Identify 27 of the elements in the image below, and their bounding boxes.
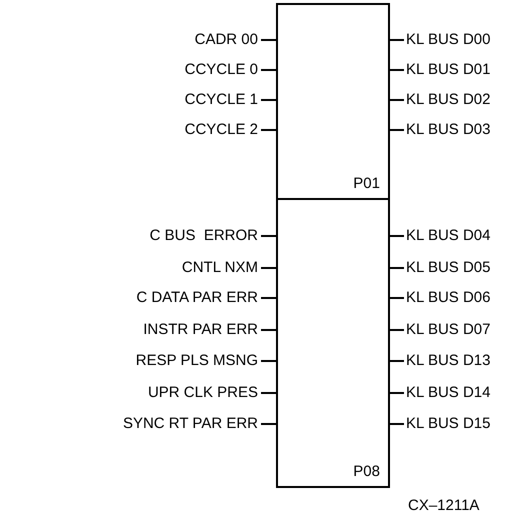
signal-name: KL BUS D01	[406, 61, 490, 79]
figure-number: CX–1211A	[408, 497, 480, 515]
signal-name: CCYCLE 0	[184, 61, 258, 79]
signal-name: CCYCLE 2	[184, 121, 258, 139]
signal-name: RESP PLS MSNG	[136, 352, 258, 370]
chip-section-box	[276, 3, 390, 200]
signal-name: KL BUS D00	[406, 31, 490, 49]
signal-name: KL BUS D03	[406, 121, 490, 139]
signal-name: C DATA PAR ERR	[136, 289, 258, 307]
signal-name: CCYCLE 1	[184, 91, 258, 109]
section-label: P01	[353, 175, 380, 192]
signal-name: KL BUS D06	[406, 289, 490, 307]
section-label: P08	[353, 463, 380, 480]
signal-name: KL BUS D05	[406, 259, 490, 277]
signal-name: KL BUS D07	[406, 321, 490, 339]
signal-name: UPR CLK PRES	[148, 384, 258, 402]
signal-name: INSTR PAR ERR	[143, 321, 258, 339]
signal-name: C BUS ERROR	[150, 227, 258, 245]
signal-name: KL BUS D02	[406, 91, 490, 109]
signal-name: SYNC RT PAR ERR	[122, 415, 258, 433]
signal-name: KL BUS D04	[406, 227, 490, 245]
signal-name: KL BUS D15	[406, 415, 490, 433]
signal-name: KL BUS D14	[406, 384, 490, 402]
signal-name: CADR 00	[194, 31, 258, 49]
signal-name: CNTL NXM	[182, 259, 258, 277]
signal-name: KL BUS D13	[406, 352, 490, 370]
chip-section-box	[276, 198, 390, 488]
